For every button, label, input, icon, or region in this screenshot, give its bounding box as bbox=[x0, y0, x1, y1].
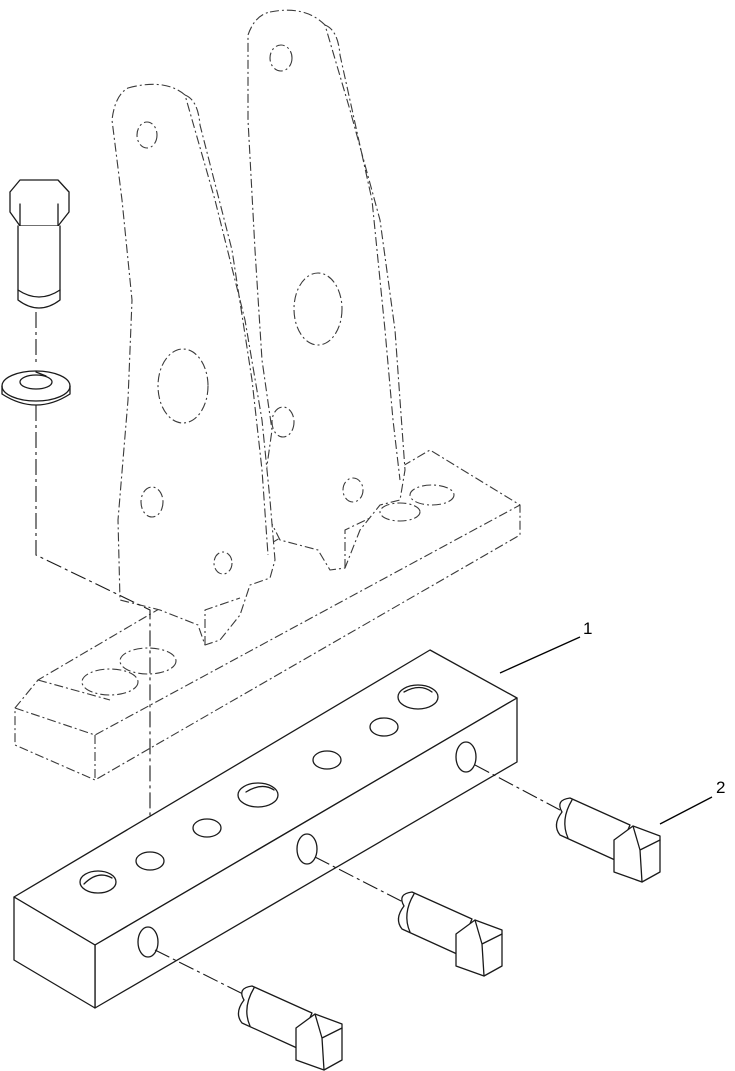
valve-block bbox=[13, 649, 518, 1009]
mounting-bracket-ghost bbox=[14, 9, 521, 781]
callout-label-1: 1 bbox=[583, 619, 592, 638]
callout-2: 2 bbox=[659, 778, 725, 825]
plug-fitting-1 bbox=[555, 797, 661, 883]
lock-washer bbox=[1, 370, 71, 406]
hex-bolt bbox=[9, 179, 70, 309]
plug-fitting-2 bbox=[397, 891, 503, 977]
callout-label-2: 2 bbox=[716, 778, 725, 797]
callout-1: 1 bbox=[499, 619, 592, 674]
plug-fitting-3 bbox=[237, 985, 343, 1071]
leader-line-1 bbox=[499, 636, 581, 674]
leader-line-2 bbox=[659, 796, 713, 825]
